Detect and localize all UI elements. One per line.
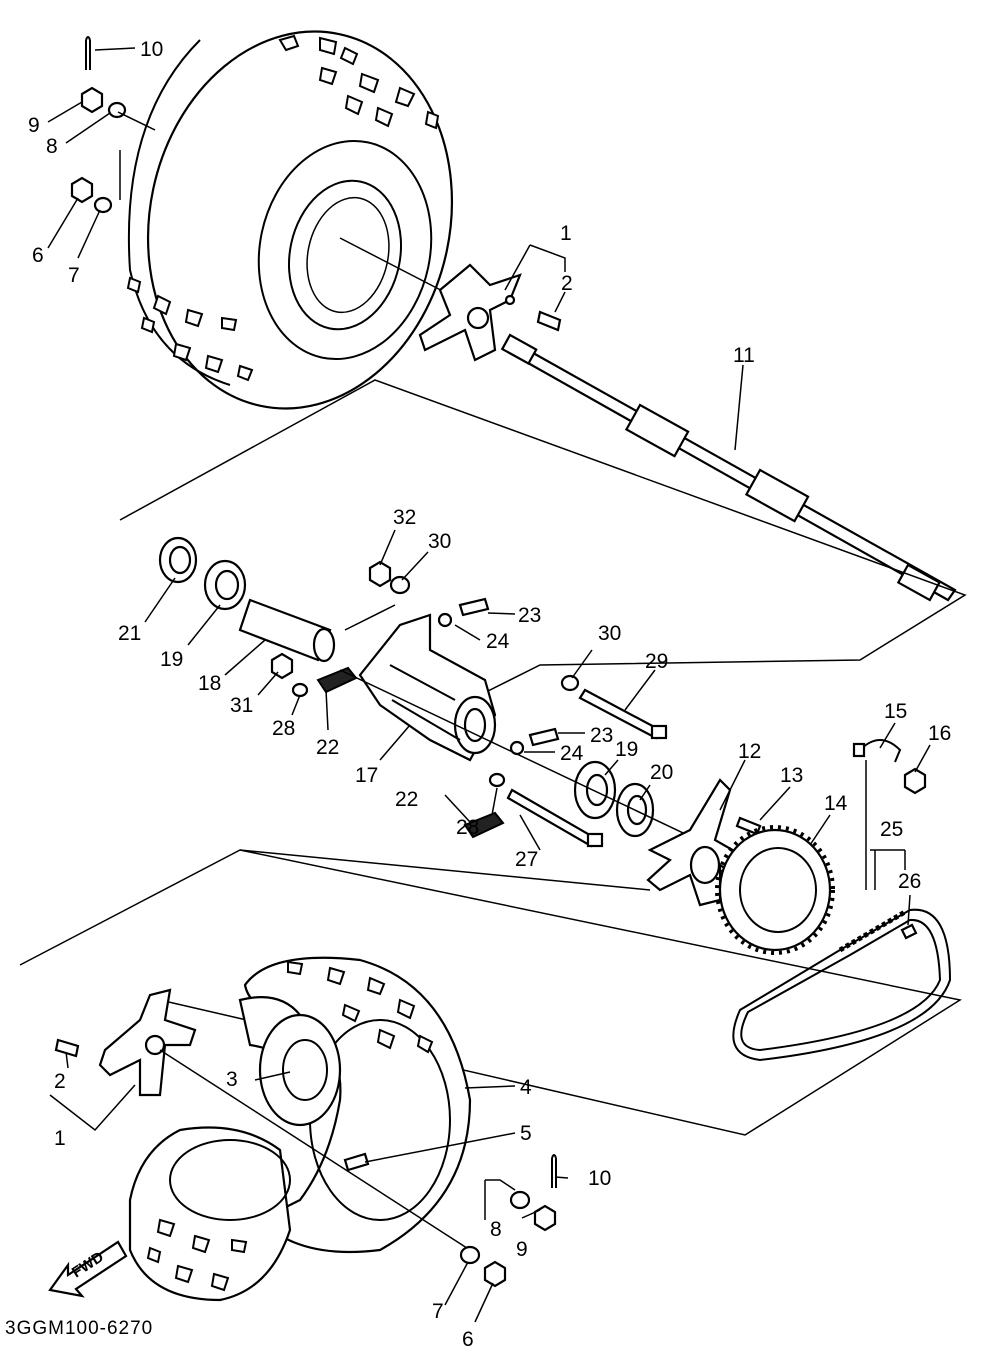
hub-bolt-upper (536, 310, 562, 332)
bearing-21 (158, 536, 198, 584)
nut-6-lower (483, 1260, 507, 1288)
callout-32: 32 (393, 506, 416, 529)
drive-chain-25 (732, 908, 952, 1062)
washer-30-right (560, 674, 580, 692)
adjuster-plate-22-left (316, 666, 358, 694)
callout-9-lower: 9 (516, 1238, 528, 1261)
upper-tire (126, 30, 454, 410)
washer-30-top (389, 575, 411, 595)
collar-18 (238, 598, 336, 663)
callout-31: 31 (230, 694, 253, 717)
hub-bolt-lower (54, 1038, 80, 1058)
bolt-23-upper (458, 597, 490, 617)
callout-2-lower: 2 (54, 1070, 66, 1093)
callout-24-lower: 24 (560, 742, 584, 765)
callout-21: 21 (118, 622, 141, 645)
callout-24-upper: 24 (486, 630, 510, 653)
callout-4: 4 (520, 1076, 532, 1099)
axle-centerline-lower (159, 1049, 471, 1251)
nut-32 (368, 560, 392, 588)
bearing-19-left (203, 559, 247, 611)
callout-11: 11 (733, 344, 755, 367)
callout-23-lower: 23 (590, 724, 613, 747)
callout-26: 26 (898, 870, 921, 893)
washer-7-lower (459, 1245, 481, 1265)
nut-6-upper (70, 176, 94, 204)
callout-22-left: 22 (316, 736, 339, 759)
callout-2-upper: 2 (561, 272, 573, 295)
callout-8-lower: 8 (490, 1218, 502, 1241)
nut-31 (270, 652, 294, 680)
cotter-pin-10-upper (85, 36, 91, 70)
washer-7-upper (93, 196, 113, 214)
diagram-code: 3GGM100-6270 (5, 1318, 153, 1339)
callout-16: 16 (928, 722, 951, 745)
callout-23-upper: 23 (518, 604, 541, 627)
bolt-27-head (586, 832, 604, 848)
callout-17: 17 (355, 764, 378, 787)
sprocket-hub-12 (646, 778, 752, 907)
leader-lines (47, 47, 931, 1323)
lower-wheel-hub (98, 988, 197, 1097)
adjuster-plate-22-right (463, 811, 505, 839)
callout-1-lower: 1 (54, 1127, 66, 1150)
nut-16 (903, 767, 927, 795)
cotter-pin-10-lower (551, 1154, 557, 1188)
washer-24-upper (437, 612, 453, 628)
callout-29: 29 (645, 650, 668, 673)
callout-8-upper: 8 (46, 135, 58, 158)
callout-15: 15 (884, 700, 907, 723)
callout-28-right: 28 (456, 816, 479, 839)
callout-19-left: 19 (160, 648, 183, 671)
fwd-arrow-icon: FWD (48, 1240, 128, 1298)
rear-axle (500, 333, 957, 602)
callout-7-lower: 7 (432, 1300, 444, 1323)
chain-joint-26 (900, 923, 918, 940)
callout-30-top: 30 (428, 530, 451, 553)
upper-wheel-hub (418, 263, 522, 362)
callout-20: 20 (650, 761, 673, 784)
callout-30-right: 30 (598, 622, 621, 645)
callout-18: 18 (198, 672, 221, 695)
callout-27: 27 (515, 848, 538, 871)
callout-1-upper: 1 (560, 222, 572, 245)
nut-9-upper (80, 86, 104, 114)
callout-19-right: 19 (615, 738, 638, 761)
callout-5: 5 (520, 1122, 532, 1145)
axle-housing-17 (358, 613, 497, 762)
axle-centerline-middle (339, 669, 741, 861)
washer-28-lower (488, 772, 506, 788)
callout-numbers: 10 9 8 6 7 1 2 11 32 30 23 24 21 19 18 3… (28, 38, 951, 1351)
callout-14: 14 (824, 792, 848, 815)
chain-clip-15-pin (852, 742, 866, 758)
callout-22-right: 22 (395, 788, 418, 811)
chain-clip-15 (859, 739, 902, 763)
washer-8-lower (509, 1190, 531, 1210)
nut-9-lower (533, 1204, 557, 1232)
callout-6-lower: 6 (462, 1328, 474, 1351)
assembly-outline-upper (119, 379, 967, 696)
washer-28-left (291, 682, 309, 698)
bolt-29-head (650, 724, 668, 740)
bolt-23-lower (528, 727, 560, 747)
callout-12: 12 (738, 740, 761, 763)
callout-7-upper: 7 (68, 264, 80, 287)
bearing-19-right (573, 760, 617, 820)
callout-28-left: 28 (272, 717, 295, 740)
callout-10-lower: 10 (588, 1167, 611, 1190)
callout-25: 25 (880, 818, 903, 841)
sprocket-14 (715, 825, 835, 955)
callout-10-upper: 10 (140, 38, 163, 61)
callout-13: 13 (780, 764, 803, 787)
lower-tire (128, 956, 472, 1302)
assembly-outline-lower (19, 849, 962, 1136)
callout-3: 3 (226, 1068, 238, 1091)
callout-6-upper: 6 (32, 244, 44, 267)
callout-9-upper: 9 (28, 114, 40, 137)
stud-5 (343, 1152, 370, 1172)
